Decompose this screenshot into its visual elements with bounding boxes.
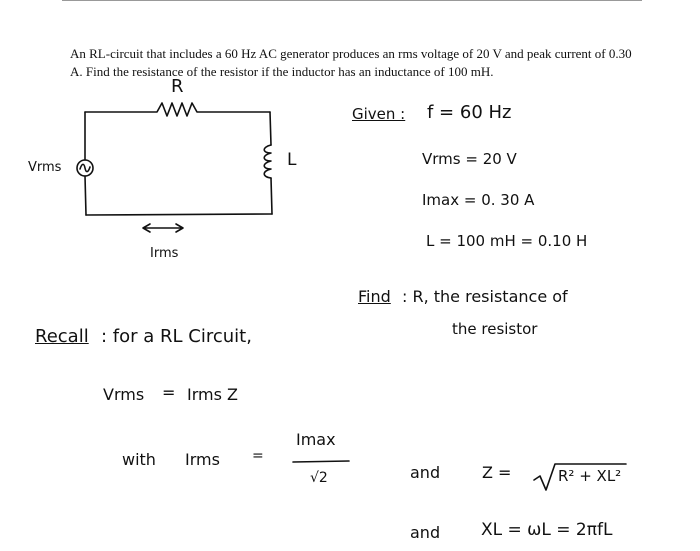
eq1-lhs: Vrms bbox=[103, 385, 145, 404]
circuit-bottom-wire bbox=[85, 213, 273, 216]
eq2-lhs: Irms bbox=[185, 450, 220, 469]
current-label: Irms bbox=[150, 246, 179, 261]
inductor-label: L bbox=[287, 150, 297, 170]
given-heading: Given : bbox=[352, 105, 406, 123]
find-line-1: : R, the resistance of bbox=[402, 287, 568, 306]
fraction-bar bbox=[292, 460, 350, 463]
eq2-equals: = bbox=[252, 448, 264, 464]
current-arrow-icon bbox=[142, 223, 184, 233]
z-root-expression: R² + XL² bbox=[558, 467, 622, 485]
circuit-left-wire bbox=[84, 111, 87, 216]
find-line-2: the resistor bbox=[452, 320, 538, 338]
z-sqrt-sign bbox=[533, 463, 627, 491]
voltage-label: Vrms bbox=[28, 160, 62, 175]
given-frequency: f = 60 Hz bbox=[427, 102, 512, 123]
eq2-with: with bbox=[122, 450, 156, 469]
find-heading: Find bbox=[358, 287, 391, 306]
circuit-right-wire bbox=[269, 111, 273, 215]
recall-text: : for a RL Circuit, bbox=[101, 326, 252, 347]
given-peak-current: Imax = 0. 30 A bbox=[422, 191, 535, 209]
circuit-top-wire bbox=[84, 102, 271, 117]
given-voltage: Vrms = 20 V bbox=[422, 150, 517, 168]
z-equals: Z = bbox=[482, 463, 512, 482]
eq1-rhs: Irms Z bbox=[187, 385, 238, 404]
resistor-label: R bbox=[171, 76, 184, 97]
eq1-equals: = bbox=[162, 383, 176, 402]
recall-heading: Recall bbox=[35, 326, 89, 347]
xl-equation: XL = ωL = 2πfL bbox=[481, 520, 613, 540]
problem-statement: An RL-circuit that includes a 60 Hz AC g… bbox=[70, 46, 632, 79]
and-1: and bbox=[410, 463, 441, 482]
and-2: and bbox=[410, 523, 441, 542]
eq2-numerator: Imax bbox=[296, 430, 336, 449]
given-inductance: L = 100 mH = 0.10 H bbox=[426, 232, 588, 250]
ac-source-icon bbox=[76, 159, 94, 177]
top-rule bbox=[62, 0, 642, 1]
inductor-coil bbox=[263, 144, 272, 179]
eq2-denominator: √2 bbox=[310, 470, 328, 486]
